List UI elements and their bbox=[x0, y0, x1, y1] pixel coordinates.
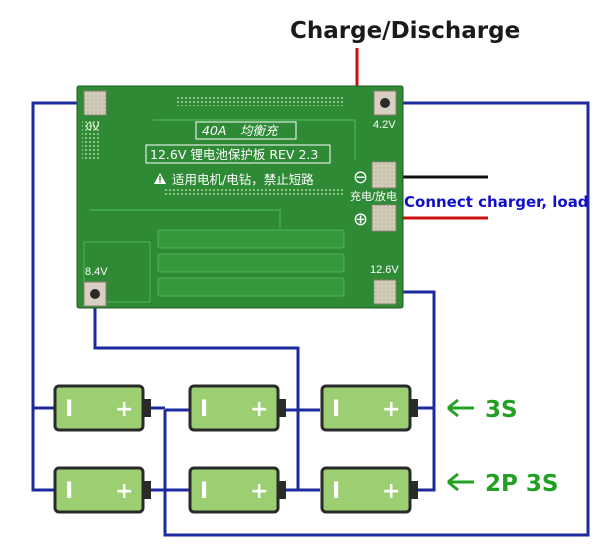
rating-box bbox=[195, 121, 297, 140]
via-strip-top bbox=[175, 97, 345, 106]
battery-terminal-nub bbox=[410, 399, 418, 417]
battery-terminal-nub bbox=[410, 481, 418, 499]
battery-plus-symbol: + bbox=[115, 479, 133, 504]
battery-terminal-nub bbox=[278, 481, 286, 499]
battery-cell-1: I+ bbox=[53, 384, 151, 432]
charge-discharge-title: Charge/Discharge bbox=[290, 18, 520, 44]
battery-minus-symbol: I bbox=[200, 397, 208, 422]
minus-terminal-icon: ⊖ bbox=[353, 167, 368, 188]
copper-bar-3 bbox=[157, 277, 345, 297]
battery-minus-symbol: I bbox=[65, 397, 73, 422]
battery-plus-symbol: + bbox=[115, 397, 133, 422]
battery-cell-3: I+ bbox=[320, 384, 418, 432]
battery-minus-symbol: I bbox=[65, 479, 73, 504]
battery-minus-symbol: I bbox=[332, 479, 340, 504]
pad-label-4v2: 4.2V bbox=[373, 119, 396, 131]
connect-charger-label: Connect charger, load bbox=[404, 193, 589, 211]
board-brand: 均衡充 bbox=[240, 123, 279, 138]
wire-4v2 bbox=[163, 101, 590, 537]
battery-minus-symbol: I bbox=[332, 397, 340, 422]
battery-plus-symbol: + bbox=[382, 397, 400, 422]
pad-label-12v6: 12.6V bbox=[370, 264, 399, 276]
battery-plus-symbol: + bbox=[250, 479, 268, 504]
copper-bar-1 bbox=[157, 229, 345, 249]
copper-bar-2 bbox=[157, 253, 345, 273]
pad-label-0v: 0V bbox=[86, 121, 100, 133]
battery-cell-2: I+ bbox=[188, 384, 286, 432]
arrow-left-icon bbox=[447, 398, 474, 418]
config-2p3s: 2P 3S bbox=[447, 471, 558, 497]
via-strip-mid bbox=[165, 188, 345, 197]
model-box bbox=[145, 144, 331, 164]
board-warning: 适用电机/电钻，禁止短路 bbox=[172, 172, 314, 187]
wire-8v4 bbox=[93, 297, 300, 410]
via-strip-left bbox=[82, 120, 100, 160]
battery-plus-symbol: + bbox=[382, 479, 400, 504]
plus-terminal-icon: ⊕ bbox=[353, 209, 368, 230]
config-label-2p3s: 2P 3S bbox=[485, 471, 558, 497]
board-model: 12.6V 锂电池保护板 REV 2.3 bbox=[150, 147, 318, 162]
battery-terminal-nub bbox=[143, 481, 151, 499]
port-label: 充电/放电 bbox=[350, 189, 397, 203]
pad-label-8v4: 8.4V bbox=[85, 266, 108, 278]
battery-minus-symbol: I bbox=[200, 479, 208, 504]
battery-cells: I+I+I+I+I+I+ bbox=[53, 384, 418, 514]
battery-cell-6: I+ bbox=[320, 466, 418, 514]
wire-0v bbox=[31, 101, 92, 492]
board-rating: 40A bbox=[202, 123, 226, 138]
pad-4v2-hole bbox=[380, 98, 390, 108]
battery-cell-4: I+ bbox=[53, 466, 151, 514]
battery-cell-5: I+ bbox=[188, 466, 286, 514]
battery-terminal-nub bbox=[278, 399, 286, 417]
battery-terminal-nub bbox=[143, 399, 151, 417]
arrow-left-icon bbox=[447, 472, 474, 492]
config-label-3s: 3S bbox=[485, 397, 518, 423]
config-3s: 3S bbox=[447, 397, 518, 423]
wire-12v6 bbox=[388, 290, 436, 492]
pad-8v4-hole bbox=[90, 289, 100, 299]
protection-board: 40A 均衡充 12.6V 锂电池保护板 REV 2.3 适用电机/电钻，禁止短… bbox=[76, 85, 404, 309]
battery-plus-symbol: + bbox=[250, 397, 268, 422]
